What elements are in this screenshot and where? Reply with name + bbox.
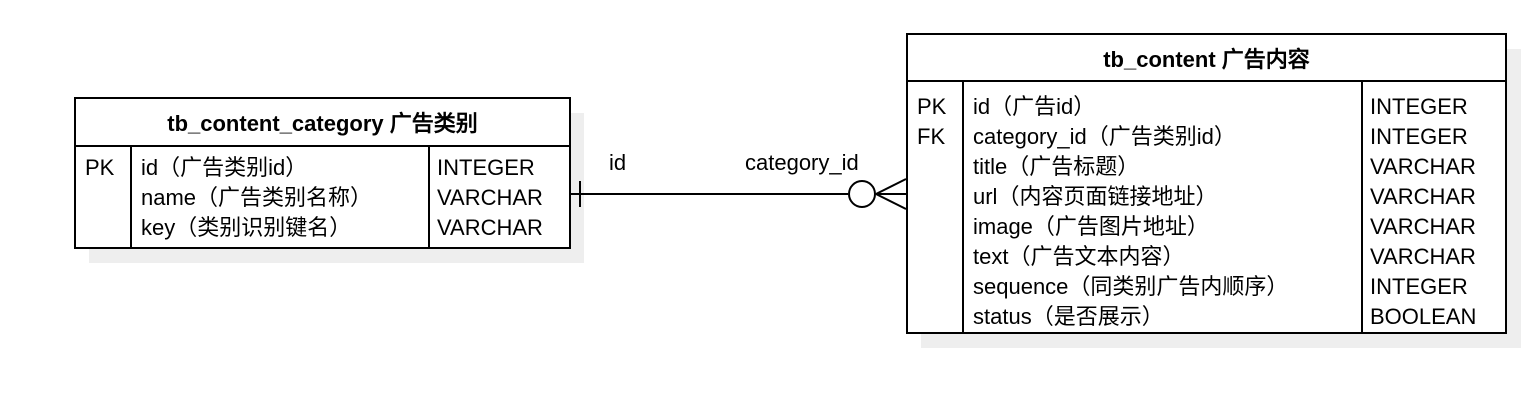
entity-body: PK FK id（广告id） category_id（广告类别id） title…	[908, 80, 1505, 332]
field-type: INTEGER	[1370, 124, 1468, 149]
field-name: key（类别识别键名）	[141, 215, 352, 240]
type-column: INTEGER VARCHAR VARCHAR	[437, 153, 543, 243]
field-column: id（广告id） category_id（广告类别id） title（广告标题）…	[973, 92, 1288, 332]
field-key	[917, 212, 946, 242]
field-type: VARCHAR	[437, 185, 543, 210]
key-column: PK FK	[917, 92, 946, 332]
field-name: status（是否展示）	[973, 304, 1164, 329]
field-key: PK	[85, 155, 115, 180]
field-type: BOOLEAN	[1370, 304, 1477, 329]
field-name: category_id（广告类别id）	[973, 124, 1236, 149]
field-name: title（广告标题）	[973, 154, 1140, 179]
field-type: INTEGER	[1370, 94, 1468, 119]
field-name: name（广告类别名称）	[141, 185, 373, 210]
type-column-divider	[428, 145, 430, 247]
field-type: VARCHAR	[1370, 214, 1476, 239]
field-type: VARCHAR	[437, 215, 543, 240]
key-column-divider	[962, 80, 964, 332]
field-key	[917, 152, 946, 182]
relationship-source-label: id	[609, 150, 627, 175]
field-key: PK	[917, 94, 947, 119]
field-key	[917, 182, 946, 212]
field-name: text（广告文本内容）	[973, 244, 1185, 269]
field-type: INTEGER	[1370, 274, 1468, 299]
field-key	[85, 213, 114, 243]
field-name: sequence（同类别广告内顺序）	[973, 274, 1289, 299]
field-name: image（广告图片地址）	[973, 214, 1209, 239]
type-column-divider	[1361, 80, 1363, 332]
many-crowfoot-upper	[875, 178, 907, 195]
field-type: VARCHAR	[1370, 184, 1476, 209]
field-key	[917, 272, 946, 302]
field-name: url（内容页面链接地址）	[973, 184, 1218, 209]
entity-content-category[interactable]: tb_content_category 广告类别 PK id（广告类别id） n…	[74, 97, 571, 249]
relationship-target-label: category_id	[745, 150, 859, 175]
field-key: FK	[917, 124, 946, 149]
field-name: id（广告id）	[973, 94, 1096, 119]
field-key	[917, 302, 946, 332]
field-type: VARCHAR	[1370, 154, 1476, 179]
field-name: id（广告类别id）	[141, 155, 308, 180]
zero-crowfoot-circle	[848, 180, 876, 208]
many-crowfoot-lower	[875, 193, 907, 210]
field-key	[85, 183, 114, 213]
type-column: INTEGER INTEGER VARCHAR VARCHAR VARCHAR …	[1370, 92, 1476, 332]
entity-title: tb_content_category 广告类别	[76, 99, 569, 147]
key-column: PK	[85, 153, 114, 243]
field-type: VARCHAR	[1370, 244, 1476, 269]
field-column: id（广告类别id） name（广告类别名称） key（类别识别键名）	[141, 153, 372, 243]
entity-body: PK id（广告类别id） name（广告类别名称） key（类别识别键名） I…	[76, 145, 569, 247]
entity-title: tb_content 广告内容	[908, 35, 1505, 82]
entity-content[interactable]: tb_content 广告内容 PK FK id（广告id） category_…	[906, 33, 1507, 334]
key-column-divider	[130, 145, 132, 247]
field-type: INTEGER	[437, 155, 535, 180]
field-key	[917, 242, 946, 272]
